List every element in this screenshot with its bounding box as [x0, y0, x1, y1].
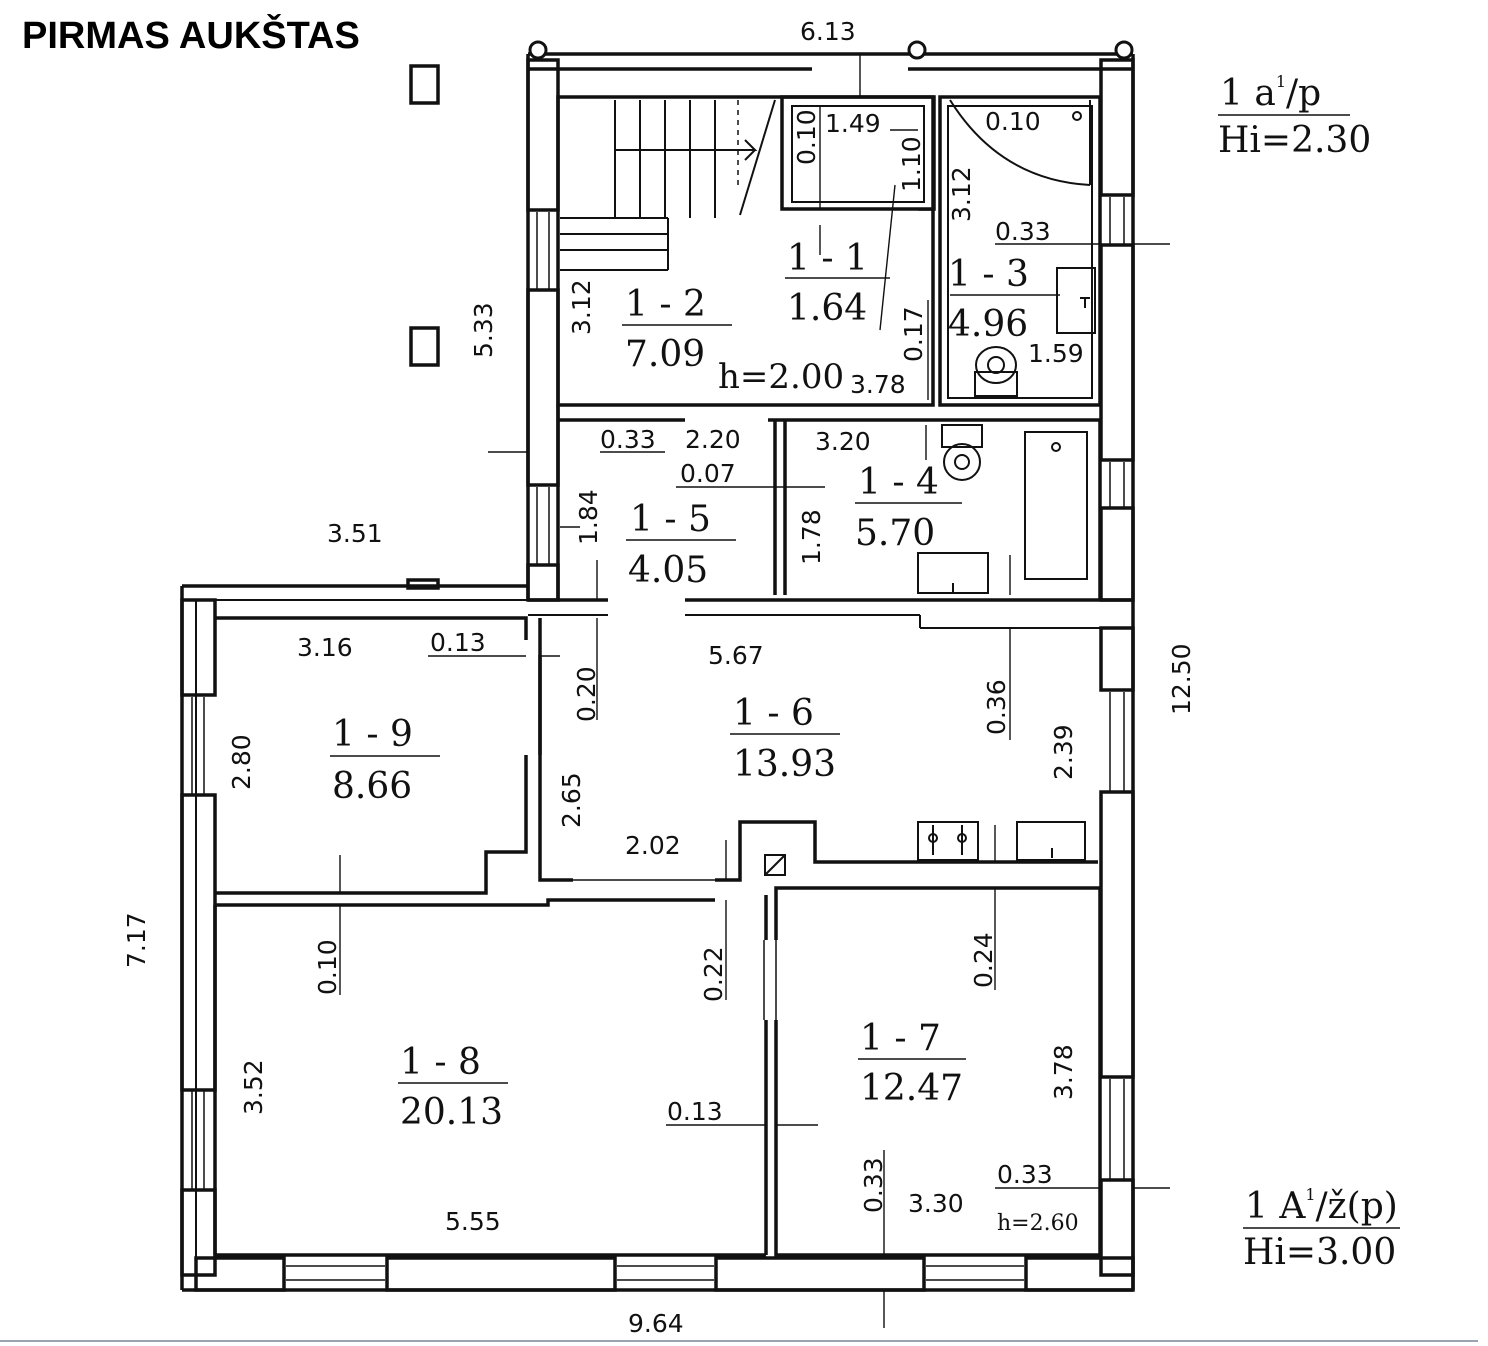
dim-label: 3.16 — [297, 633, 353, 662]
fixtures — [560, 99, 1096, 876]
toilet — [941, 424, 983, 448]
dim-left-lower: 7.17 — [122, 912, 151, 968]
dim-label: 0.17 — [899, 306, 928, 362]
room-1-8-label: 1 - 8 20.13 — [398, 1042, 508, 1133]
svg-text:1 - 8: 1 - 8 — [400, 1042, 481, 1083]
dim-label: 0.13 — [430, 628, 486, 657]
dim-bottom-width: 9.64 — [628, 1309, 684, 1338]
kitchen-sink — [1016, 821, 1086, 861]
svg-text:5.70: 5.70 — [855, 513, 935, 554]
svg-text:1 - 3: 1 - 3 — [948, 254, 1029, 295]
svg-text:1 - 4: 1 - 4 — [858, 462, 939, 503]
dim-offset-left: 3.51 — [327, 519, 383, 548]
svg-text:1 - 1: 1 - 1 — [787, 238, 868, 279]
dim-label: 0.33 — [997, 1160, 1053, 1189]
svg-text:1 - 7: 1 - 7 — [860, 1018, 941, 1059]
dim-label: 1.78 — [797, 509, 826, 565]
dim-right-total: 12.50 — [1167, 643, 1196, 715]
bathtub — [1024, 431, 1088, 580]
room-1-7-label: 1 - 7 12.47 — [858, 1018, 966, 1109]
dim-label: 3.30 — [908, 1189, 964, 1218]
svg-text:Hi=2.30: Hi=2.30 — [1218, 120, 1371, 161]
svg-text:1 - 9: 1 - 9 — [332, 714, 413, 755]
room-1-9-label: 1 - 9 8.66 — [330, 714, 440, 807]
unit-label-upper: 1 a1/p Hi=2.30 — [1218, 72, 1371, 161]
chimney-square — [409, 326, 440, 367]
dimension-labels: 6.13 1.49 0.10 1.10 0.10 3.12 0.33 1.59 … — [122, 17, 1196, 1338]
room-1-5-label: 1 - 5 4.05 — [626, 499, 736, 591]
door-swing-arc — [949, 99, 1091, 186]
room-1-1-label: 1 - 1 1.64 — [785, 238, 890, 329]
svg-text:1 - 5: 1 - 5 — [630, 499, 711, 540]
dim-label: 0.13 — [667, 1097, 723, 1126]
svg-text:7.09: 7.09 — [625, 334, 705, 375]
svg-text:13.93: 13.93 — [733, 744, 836, 785]
dim-label: 2.39 — [1049, 724, 1078, 780]
page-divider — [0, 1340, 1478, 1342]
dim-label: 0.33 — [859, 1157, 888, 1213]
dim-label: 5.67 — [708, 641, 764, 670]
dim-label: 2.20 — [685, 425, 741, 454]
dim-label: 0.10 — [313, 939, 342, 995]
dim-label: 0.07 — [680, 459, 736, 488]
dim-left-upper: 5.33 — [469, 302, 498, 358]
svg-text:1 - 6: 1 - 6 — [733, 693, 814, 734]
svg-text:4.96: 4.96 — [948, 304, 1028, 345]
staircase — [560, 99, 776, 271]
chimney-square — [409, 64, 440, 105]
dim-label: 2.80 — [227, 734, 256, 790]
dim-label: 3.20 — [815, 427, 871, 456]
dim-label: 1.59 — [1028, 339, 1084, 368]
vent — [764, 854, 786, 876]
svg-text:1 - 2: 1 - 2 — [625, 284, 706, 325]
dim-label: 1.10 — [897, 136, 926, 192]
interior-walls — [213, 95, 1133, 1257]
svg-text:1 A1/ž(p): 1 A1/ž(p) — [1245, 1185, 1398, 1227]
exterior-walls — [180, 40, 1135, 1292]
svg-text:4.05: 4.05 — [628, 550, 708, 591]
height-label: h=2.60 — [997, 1211, 1079, 1236]
svg-text:12.47: 12.47 — [860, 1068, 963, 1109]
dim-label: 2.02 — [625, 831, 681, 860]
dim-label: 3.78 — [1049, 1044, 1078, 1100]
dim-label: 0.10 — [792, 109, 821, 165]
dim-label: 1.49 — [825, 109, 881, 138]
svg-text:1 a1/p: 1 a1/p — [1220, 72, 1321, 114]
dim-label: 3.12 — [947, 166, 976, 222]
svg-text:Hi=3.00: Hi=3.00 — [1243, 1232, 1396, 1273]
dim-label: 0.24 — [969, 932, 998, 988]
height-label: h=2.00 — [718, 357, 844, 397]
dim-top-width: 6.13 — [800, 17, 856, 46]
dim-label: 0.20 — [572, 666, 601, 722]
dim-label: 0.36 — [982, 679, 1011, 735]
room-labels: 1 - 1 1.64 1 - 2 7.09 1 - 3 4.96 1 - 4 5… — [330, 238, 1029, 1133]
unit-label-lower: 1 A1/ž(p) Hi=3.00 — [1243, 1185, 1400, 1273]
dim-label: 0.22 — [699, 946, 728, 1002]
dimension-arrows — [339, 54, 1170, 1328]
stove — [917, 821, 979, 861]
svg-text:20.13: 20.13 — [400, 1092, 503, 1133]
svg-text:1.64: 1.64 — [787, 288, 867, 329]
dim-label: 0.33 — [600, 425, 656, 454]
dim-label: 3.52 — [239, 1059, 268, 1115]
svg-text:8.66: 8.66 — [332, 766, 412, 807]
dim-label: 2.65 — [557, 772, 586, 828]
dim-label: 1.84 — [574, 489, 603, 545]
room-1-2-label: 1 - 2 7.09 — [622, 284, 732, 375]
floor-title: PIRMAS AUKŠTAS — [22, 12, 360, 57]
sink — [1056, 267, 1096, 334]
dim-label: 3.78 — [850, 370, 906, 399]
room-1-6-label: 1 - 6 13.93 — [730, 693, 840, 785]
dim-label: 5.55 — [445, 1207, 501, 1236]
room-1-4-label: 1 - 4 5.70 — [855, 462, 962, 554]
dim-label: 0.10 — [985, 107, 1041, 136]
dim-label: 0.33 — [995, 217, 1051, 246]
dim-label: 3.12 — [567, 279, 596, 335]
room-1-3-label: 1 - 3 4.96 — [948, 254, 1029, 345]
